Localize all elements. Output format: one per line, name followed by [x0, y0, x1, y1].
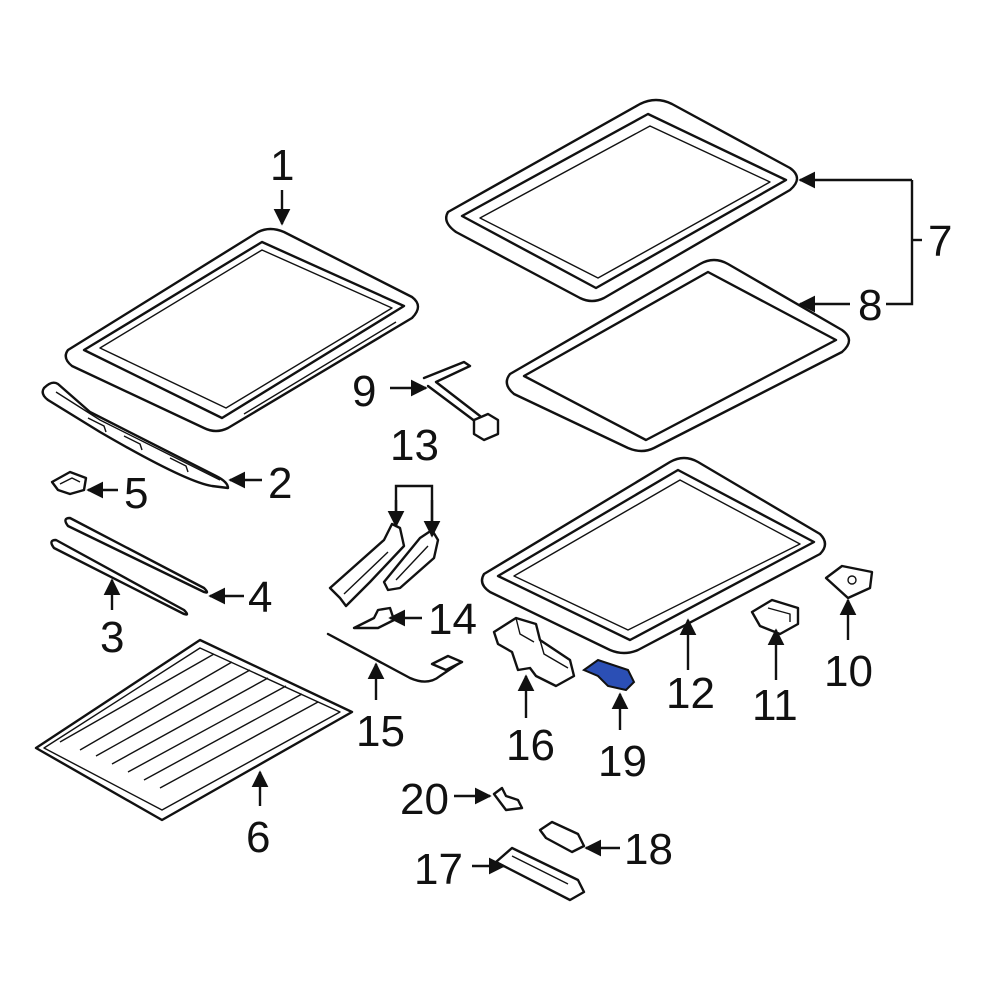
part-12-housing-frame — [480, 456, 827, 655]
part-4-seal-strip — [64, 516, 209, 594]
part-10-bracket — [824, 564, 874, 600]
callout-10: 10 — [824, 647, 873, 696]
part-5-clip — [50, 470, 88, 496]
part-7-frame — [445, 98, 799, 303]
part-11-bracket — [750, 598, 800, 636]
part-13-guide-brackets — [328, 522, 440, 608]
callout-9: 9 — [352, 367, 376, 416]
part-17-trim-cover — [494, 846, 586, 902]
callout-6: 6 — [246, 813, 270, 862]
callout-15: 15 — [356, 707, 405, 756]
part-15-drive-cable — [326, 632, 464, 683]
callout-4: 4 — [248, 573, 272, 622]
callout-7: 7 — [928, 217, 952, 266]
callout-5: 5 — [124, 469, 148, 518]
callout-8: 8 — [858, 281, 882, 330]
callout-1: 1 — [270, 141, 294, 190]
part-1-glass-panel — [64, 227, 420, 433]
part-6-sunshade — [34, 638, 354, 822]
callout-3: 3 — [100, 613, 124, 662]
part-20-clip — [492, 786, 524, 812]
callout-19: 19 — [598, 737, 647, 786]
leader-lines — [86, 171, 922, 875]
callout-12: 12 — [666, 669, 715, 718]
part-2-wind-deflector — [41, 381, 230, 490]
callout-2: 2 — [268, 459, 292, 508]
part-16-motor — [492, 616, 576, 688]
part-9-wiring-harness — [422, 360, 500, 442]
callout-20: 20 — [400, 775, 449, 824]
callout-18: 18 — [624, 825, 673, 874]
callout-labels: 1 2 3 4 5 6 7 8 9 10 11 12 13 14 15 16 1… — [100, 141, 952, 894]
callout-17: 17 — [414, 845, 463, 894]
part-3-seal-strip — [50, 538, 189, 616]
callout-14: 14 — [428, 595, 477, 644]
part-19-bracket-highlighted — [581, 658, 636, 692]
callout-16: 16 — [506, 721, 555, 770]
callout-11: 11 — [752, 681, 798, 730]
part-8-seal — [505, 258, 851, 453]
part-14-clip — [352, 606, 396, 630]
part-18-cover — [538, 820, 586, 854]
callout-13: 13 — [390, 421, 439, 470]
